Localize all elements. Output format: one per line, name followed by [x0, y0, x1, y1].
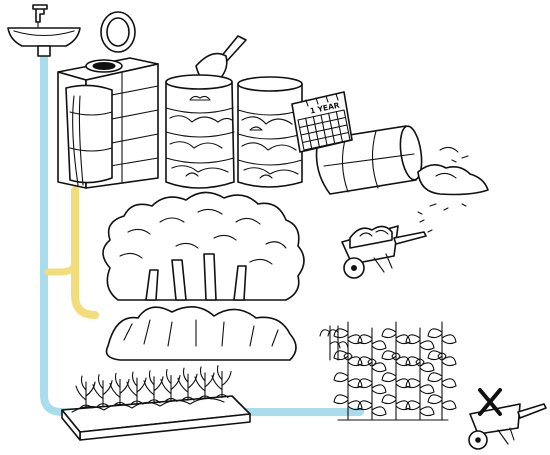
calendar-icon: 1 YEAR: [291, 91, 353, 153]
compost-barrel-icon: [165, 74, 235, 189]
tree-icon: [102, 191, 305, 361]
toilet-icon: [57, 11, 159, 189]
crops-icon: [319, 321, 457, 421]
wheelbarrow-icon: [341, 219, 433, 279]
compost-barrel-icon: [237, 76, 303, 188]
vegetable-bed-icon: [61, 365, 251, 441]
urine-pipe: [44, 186, 99, 319]
cross-mark-icon: [478, 388, 502, 416]
sink-icon: [7, 4, 81, 57]
wheelbarrow-icon: [468, 403, 547, 450]
